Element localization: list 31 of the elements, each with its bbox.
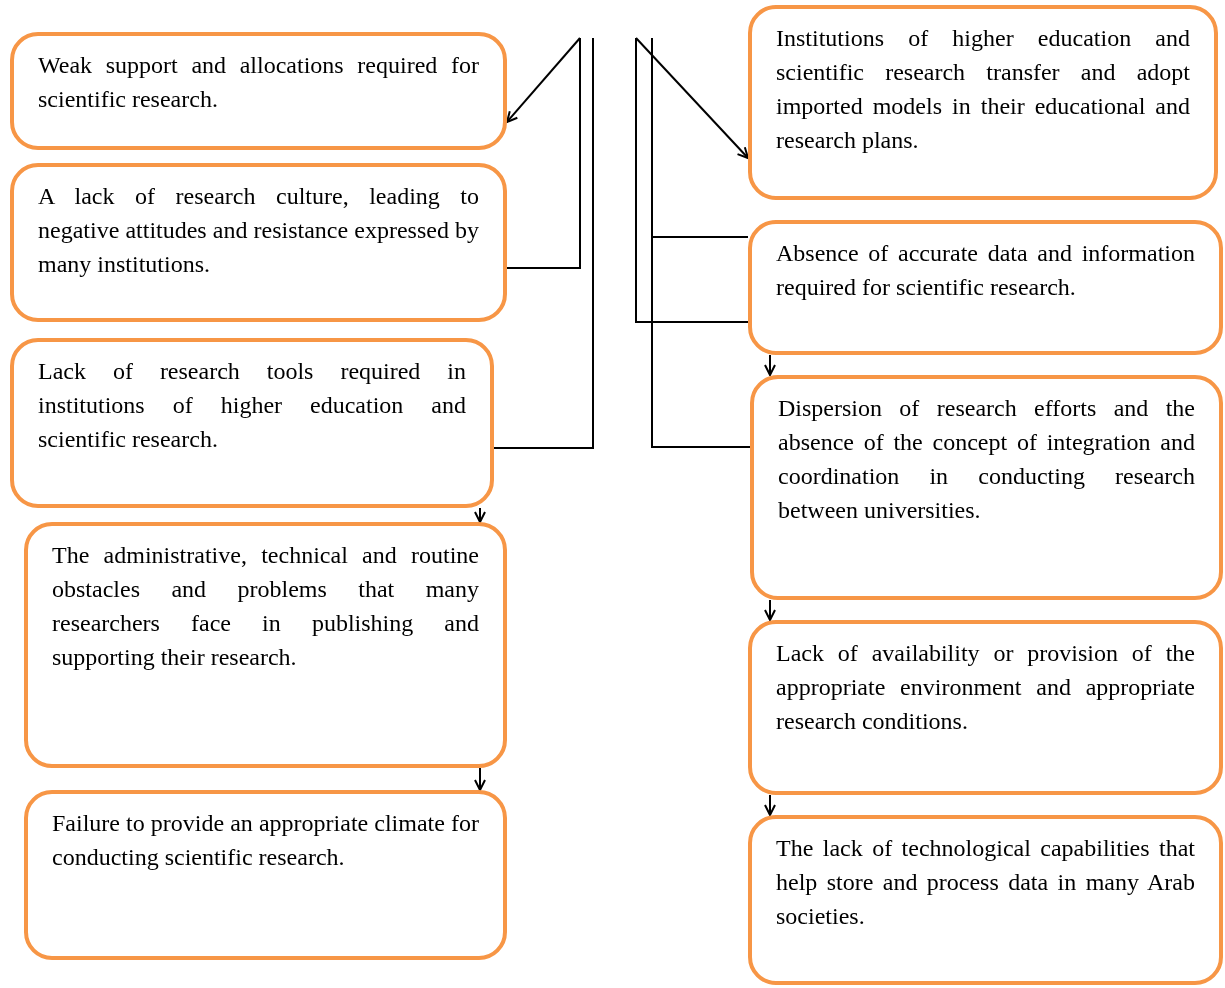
arrow — [764, 794, 776, 816]
box-text: A lack of research culture, leading to negative attitudes and resistance expressed by many institutions. — [38, 182, 479, 279]
arrow — [764, 599, 776, 621]
box-text: Absence of accurate data and information required for scientific research. — [776, 239, 1195, 302]
rounded-box — [10, 163, 507, 322]
box-text: The lack of technological capabilities that help store and process data in many Arab societies. — [776, 834, 1195, 931]
rounded-box — [24, 522, 507, 768]
arrow — [764, 354, 776, 376]
box-text: Weak support and allocations required for scientific research. — [38, 51, 479, 114]
box-text: Lack of availability or provision of the appropriate environment and appropriate research conditions. — [776, 639, 1195, 736]
rounded-box — [748, 220, 1223, 355]
box-text: Failure to provide an appropriate climate for conducting scientific research. — [52, 809, 479, 872]
box-text: Dispersion of research efforts and the absence of the concept of integration and coordination in conducting research between universities. — [778, 394, 1195, 525]
arrow — [474, 507, 486, 523]
rounded-box — [750, 375, 1223, 600]
arrow — [506, 37, 581, 123]
rounded-box — [748, 5, 1218, 200]
arrow — [474, 767, 486, 791]
connector-line — [651, 37, 751, 448]
arrow — [635, 37, 749, 159]
box-text: Institutions of higher education and scientific research transfer and adopt imported models in their educational and research plans. — [776, 24, 1190, 155]
rounded-box — [748, 620, 1223, 795]
connector-line — [635, 37, 749, 323]
box-text: The administrative, technical and routine obstacles and problems that many researchers face in publishing and supporting their research. — [52, 541, 479, 672]
box-text: Lack of research tools required in institutions of higher education and scientific research. — [38, 357, 466, 454]
rounded-box — [748, 815, 1223, 985]
rounded-box — [10, 32, 507, 150]
connector-line — [493, 37, 594, 449]
connector-line — [506, 37, 581, 269]
rounded-box — [24, 790, 507, 960]
rounded-box — [10, 338, 494, 508]
